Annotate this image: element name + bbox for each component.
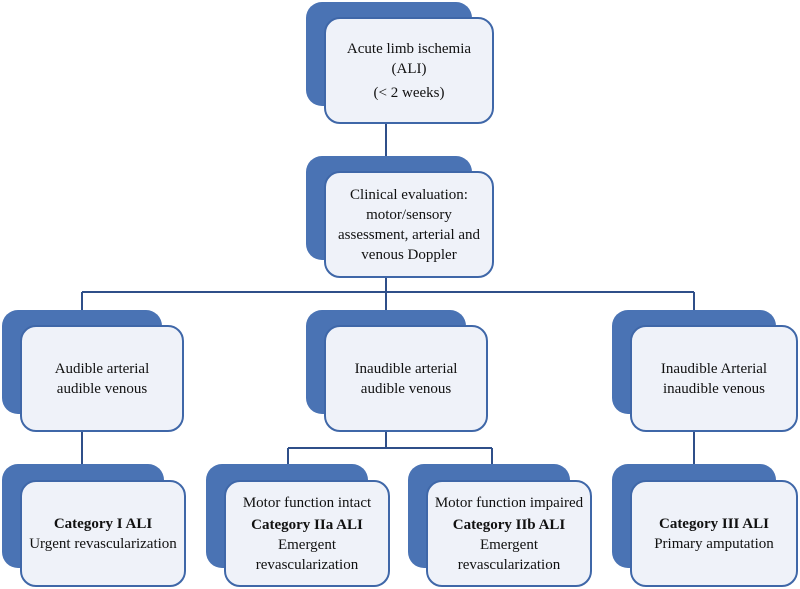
node-inaudible-arterial-inaudible-venous: Inaudible Arterial inaudible venous: [612, 310, 798, 432]
node-text-line: Urgent revascularization: [29, 535, 177, 552]
node-text-line: Motor function intact: [242, 494, 372, 511]
node-inaudible-arterial-audible-venous: Inaudible arterial audible venous: [306, 310, 488, 432]
node-text-line: Primary amputation: [654, 535, 774, 552]
node-text-line: revascularization: [255, 556, 359, 573]
node-category-iia: Motor function intact Category IIa ALI E…: [206, 464, 390, 587]
node-text-line: motor/sensory: [366, 206, 452, 223]
node-text-line: venous Doppler: [361, 246, 457, 263]
node-acute-limb-ischemia: Acute limb ischemia (ALI) (< 2 weeks): [306, 2, 494, 124]
category-title: Category I ALI: [53, 515, 153, 532]
node-text-line: Clinical evaluation:: [350, 186, 468, 203]
node-text-line: Emergent: [277, 536, 337, 553]
node-text-line: Motor function impaired: [434, 494, 584, 511]
node-audible-arterial-audible-venous: Audible arterial audible venous: [2, 310, 184, 432]
node-clinical-evaluation: Clinical evaluation: motor/sensory asses…: [306, 156, 494, 278]
node-text-line: inaudible venous: [662, 380, 766, 397]
node-text-line: Inaudible arterial: [354, 360, 458, 377]
node-text-line: revascularization: [457, 556, 561, 573]
node-box: Inaudible arterial audible venous: [324, 325, 488, 432]
node-box: Category I ALI Urgent revascularization: [20, 480, 186, 587]
node-text-line: audible venous: [360, 380, 452, 397]
node-text-line: assessment, arterial and: [337, 226, 481, 243]
node-box: Clinical evaluation: motor/sensory asses…: [324, 171, 494, 278]
node-category-i: Category I ALI Urgent revascularization: [2, 464, 186, 587]
category-title: Category III ALI: [658, 515, 769, 532]
node-box: Acute limb ischemia (ALI) (< 2 weeks): [324, 17, 494, 124]
node-box: Audible arterial audible venous: [20, 325, 184, 432]
node-text-line: Acute limb ischemia: [346, 40, 472, 57]
node-category-iii: Category III ALI Primary amputation: [612, 464, 798, 587]
node-box: Category III ALI Primary amputation: [630, 480, 798, 587]
node-text-line: Inaudible Arterial: [660, 360, 768, 377]
node-text-line: Emergent: [479, 536, 539, 553]
node-category-iib: Motor function impaired Category IIb ALI…: [408, 464, 592, 587]
node-box: Motor function intact Category IIa ALI E…: [224, 480, 390, 587]
node-text-line: (< 2 weeks): [373, 84, 445, 101]
category-title: Category IIb ALI: [452, 516, 566, 533]
node-text-line: (ALI): [391, 60, 427, 77]
node-box: Inaudible Arterial inaudible venous: [630, 325, 798, 432]
node-box: Motor function impaired Category IIb ALI…: [426, 480, 592, 587]
node-text-line: Audible arterial: [54, 360, 150, 377]
category-title: Category IIa ALI: [251, 516, 363, 533]
node-text-line: audible venous: [56, 380, 148, 397]
